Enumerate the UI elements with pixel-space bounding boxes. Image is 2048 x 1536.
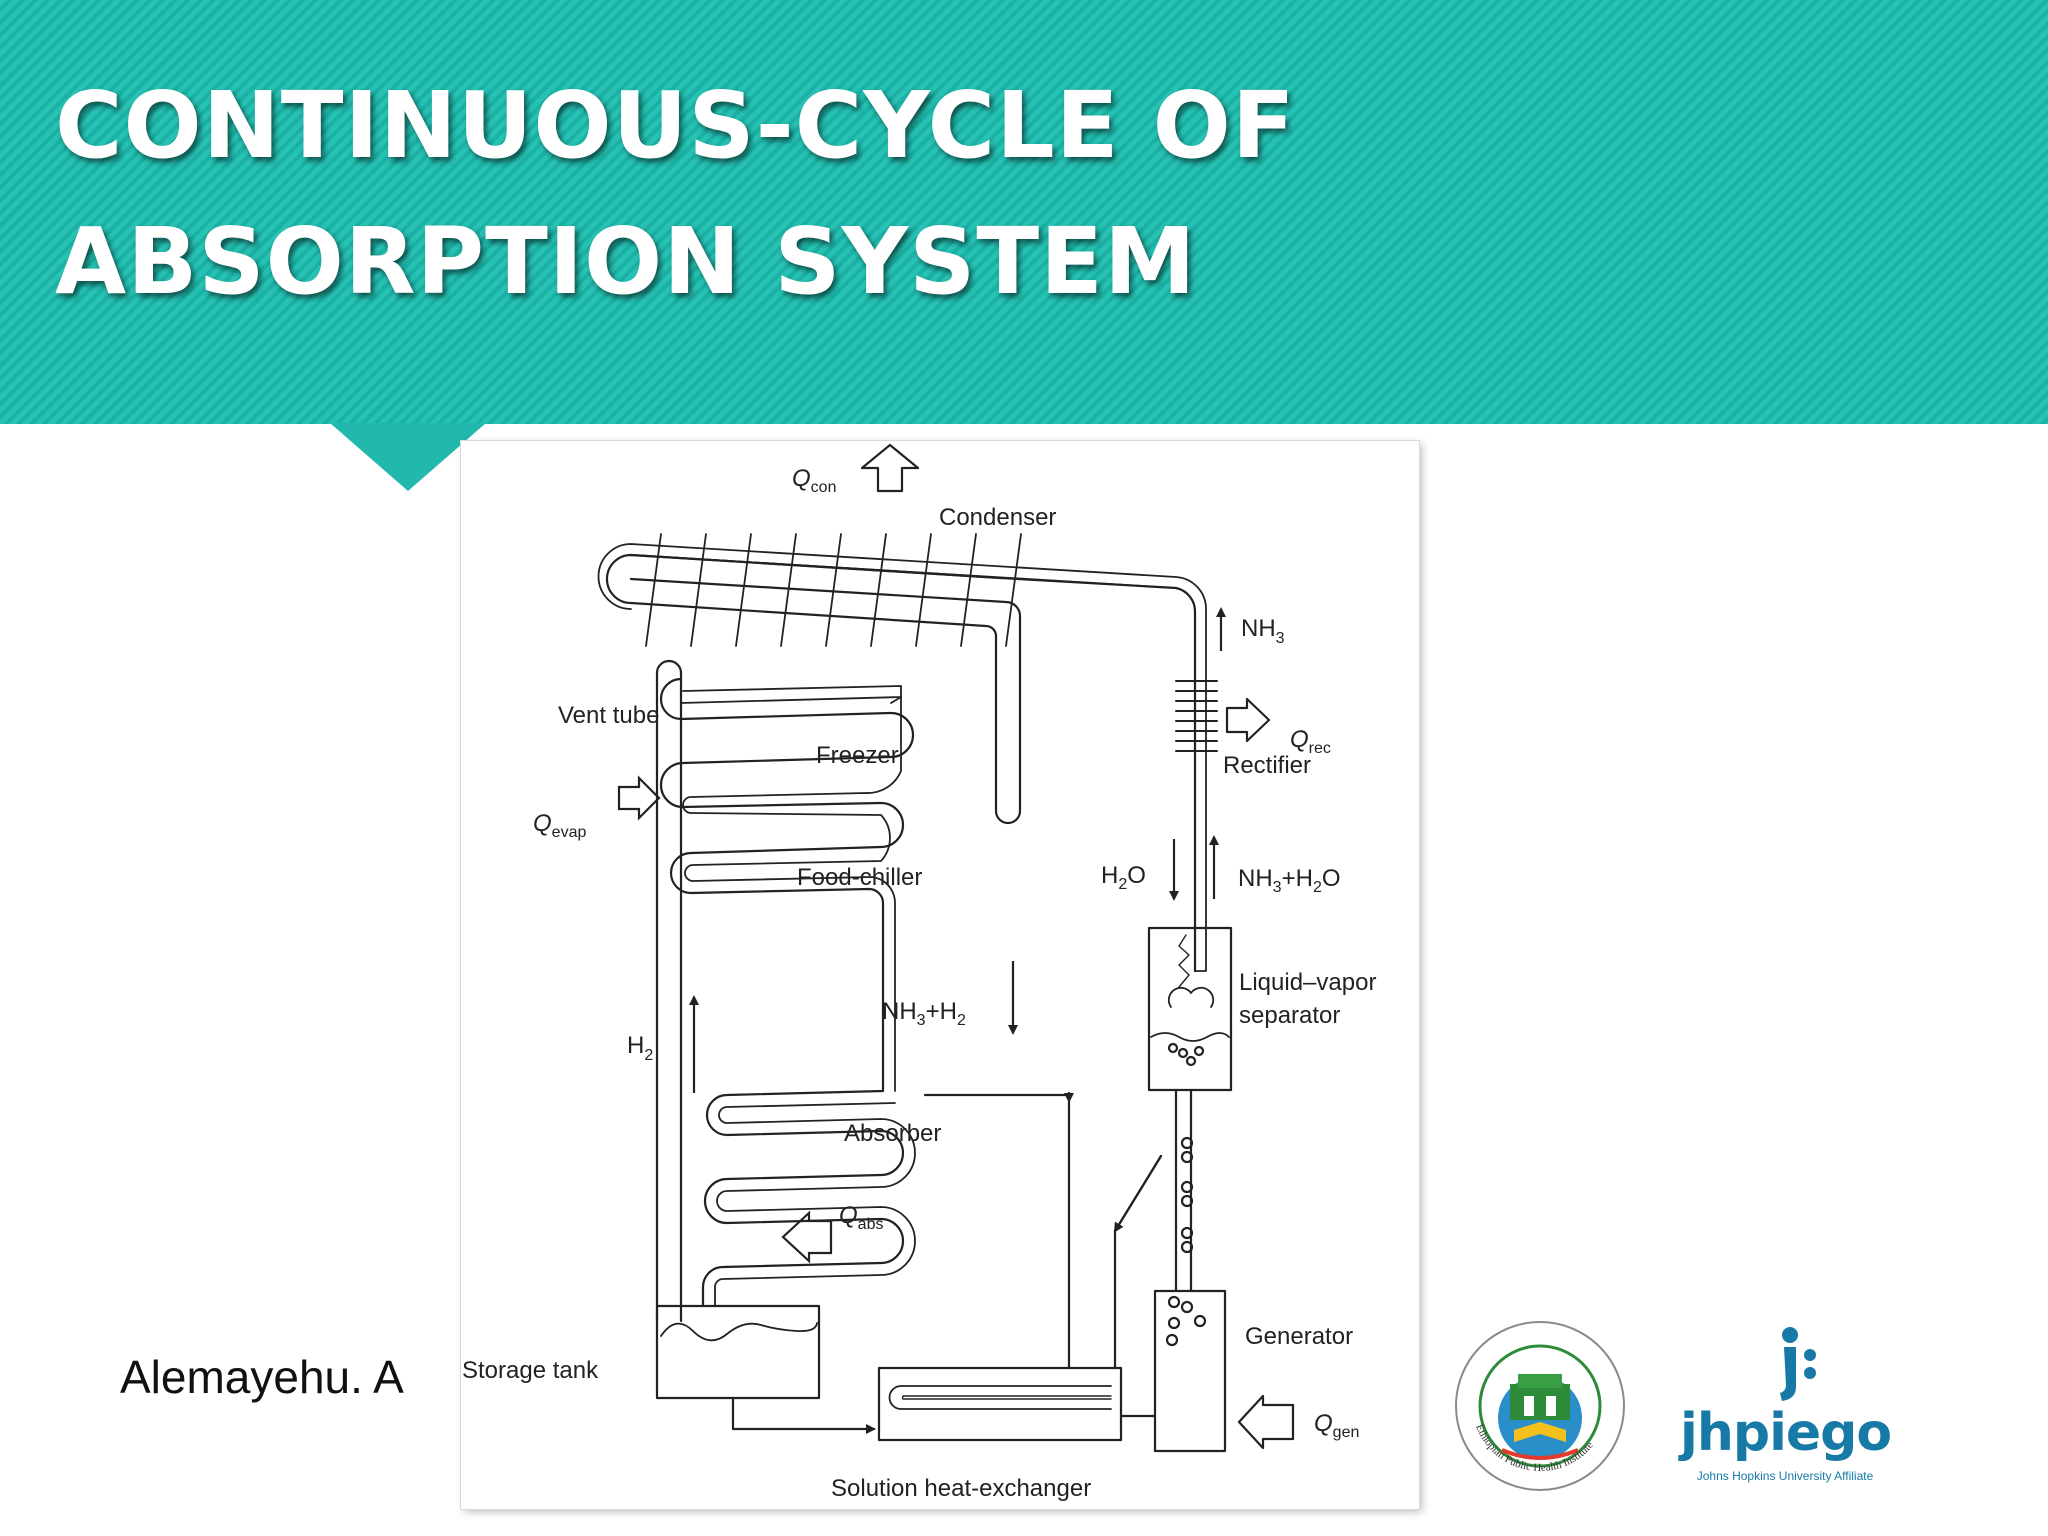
vent-tube [655, 659, 683, 1323]
h2-label: H2 [627, 1032, 653, 1064]
q-rec-arrow-icon [1225, 697, 1271, 743]
q-evap-arrow-icon [617, 775, 661, 821]
tank-to-hx-pipe [731, 1396, 876, 1434]
generator [1153, 1289, 1227, 1453]
storage-tank-label: Storage tank [462, 1357, 599, 1384]
absorption-cycle-diagram: Qcon Condenser NH3 Vent tube Freezer Qre… [462, 443, 1376, 1502]
generator-label: Generator [1245, 1323, 1353, 1350]
author-name: Alemayehu. A [120, 1351, 404, 1403]
evaporator-coil [659, 677, 915, 1093]
absorber-label: Absorber [844, 1120, 941, 1147]
title-banner [0, 0, 2048, 424]
jhpiego-logo: jhpiego Johns Hopkins University Affilia… [1680, 1325, 1892, 1495]
slide-title: CONTINUOUS-CYCLE OF ABSORPTION SYSTEM [55, 72, 1296, 315]
jhpiego-tagline: Johns Hopkins University Affiliate [1696, 1469, 1874, 1483]
absorber-coil [701, 1089, 905, 1308]
q-abs-arrow-icon [781, 1210, 833, 1264]
separator-label-line1: Liquid–vapor [1239, 969, 1376, 996]
rectifier-label: Rectifier [1223, 752, 1311, 779]
q-abs-label: Qabs [839, 1202, 883, 1233]
freezer-label: Freezer [816, 742, 899, 769]
ephi-seal-icon: Ethiopian Public Health Institute [1455, 1321, 1625, 1491]
h2o-label: H2O [1101, 862, 1146, 893]
condenser-coil [605, 553, 1022, 825]
storage-tank [655, 1304, 821, 1400]
liquid-vapor-separator [1147, 926, 1233, 1092]
q-rec-label: Qrec [1290, 726, 1331, 757]
jhpiego-wordmark: jhpiego [1680, 1403, 1892, 1463]
solution-hx-label: Solution heat-exchanger [831, 1475, 1091, 1502]
nh3-top-label: NH3 [1241, 615, 1285, 647]
banner-notch [330, 423, 486, 491]
q-evap-label: Qevap [533, 810, 586, 841]
q-gen-arrow-icon [1239, 1402, 1291, 1444]
jhpiego-mark-icon [1780, 1327, 1816, 1401]
food-chiller-label: Food-chiller [797, 864, 922, 891]
q-con-arrow-icon [860, 443, 920, 493]
condenser-label: Condenser [939, 504, 1056, 531]
vent-tube-label: Vent tube [558, 702, 659, 729]
nh3-h2o-label: NH3+H2O [1238, 865, 1341, 896]
condenser-fins [645, 533, 1022, 647]
diagram-frame: Qcon Condenser NH3 Vent tube Freezer Qre… [461, 441, 1419, 1509]
separator-label-line2: separator [1239, 1002, 1340, 1029]
solution-heat-exchanger [877, 1366, 1123, 1442]
nh3-h2-label: NH3+H2 [882, 998, 966, 1029]
q-gen-label: Qgen [1314, 1410, 1359, 1441]
rectifier-fins [1175, 680, 1218, 752]
q-con-label: Qcon [792, 465, 836, 496]
